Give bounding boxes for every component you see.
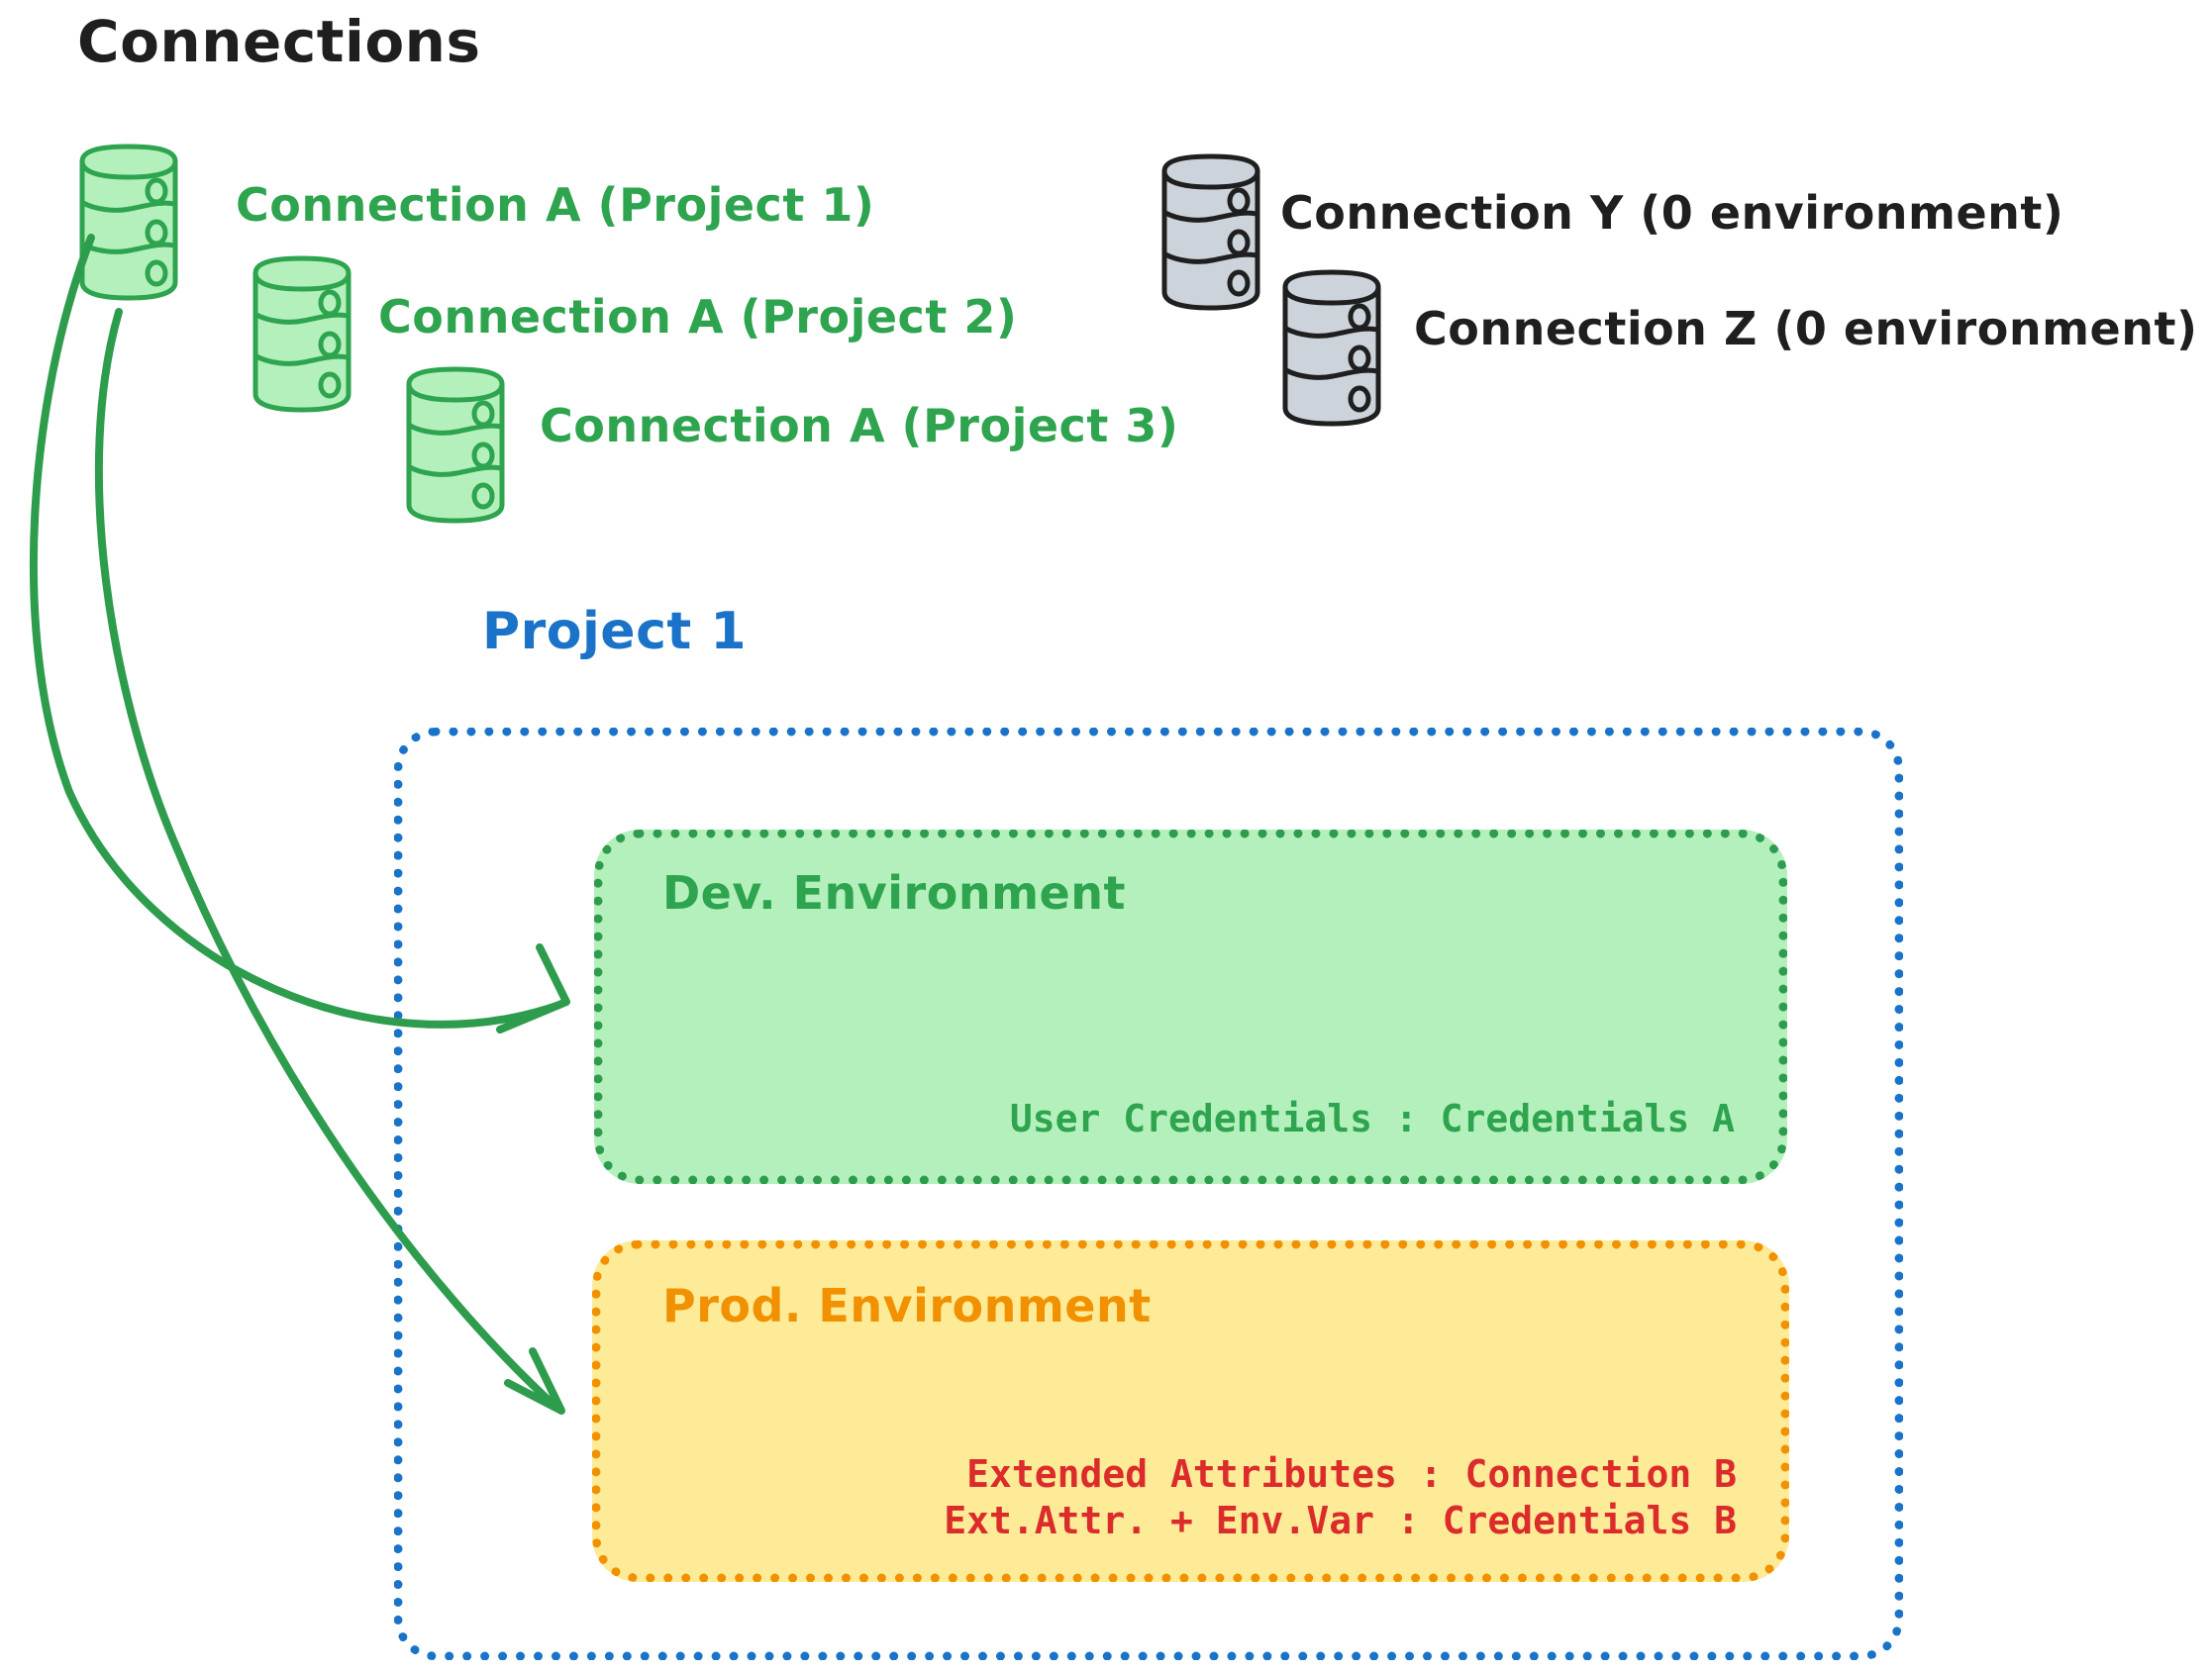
prod-environment-details: Extended Attributes : Connection B Ext.A… [944,1451,1737,1543]
dev-environment-title: Dev. Environment [662,866,1126,920]
prod-environment-title: Prod. Environment [662,1279,1152,1332]
dev-detail-line: User Credentials : Credentials A [1009,1096,1735,1140]
connection-label-a-p2: Connection A (Project 2) [378,290,1018,344]
connection-label-y: Connection Y (0 environment) [1280,186,2064,240]
project-label: Project 1 [482,602,748,661]
database-cylinder-icon [1277,269,1386,428]
connection-label-z: Connection Z (0 environment) [1414,302,2198,355]
connection-label-a-p1: Connection A (Project 1) [236,178,875,232]
prod-detail-line: Ext.Attr. + Env.Var : Credentials B [944,1498,1737,1542]
connection-label-a-p3: Connection A (Project 3) [540,399,1179,452]
prod-environment-box: Prod. Environment Extended Attributes : … [592,1240,1789,1582]
page-title: Connections [77,8,481,75]
dev-environment-box: Dev. Environment User Credentials : Cred… [594,830,1787,1184]
prod-detail-line: Extended Attributes : Connection B [966,1452,1737,1497]
dev-environment-details: User Credentials : Credentials A [1010,1096,1735,1141]
database-cylinder-icon [1156,153,1265,312]
database-cylinder-icon [74,144,183,302]
database-cylinder-icon [248,255,356,414]
database-cylinder-icon [401,366,510,525]
